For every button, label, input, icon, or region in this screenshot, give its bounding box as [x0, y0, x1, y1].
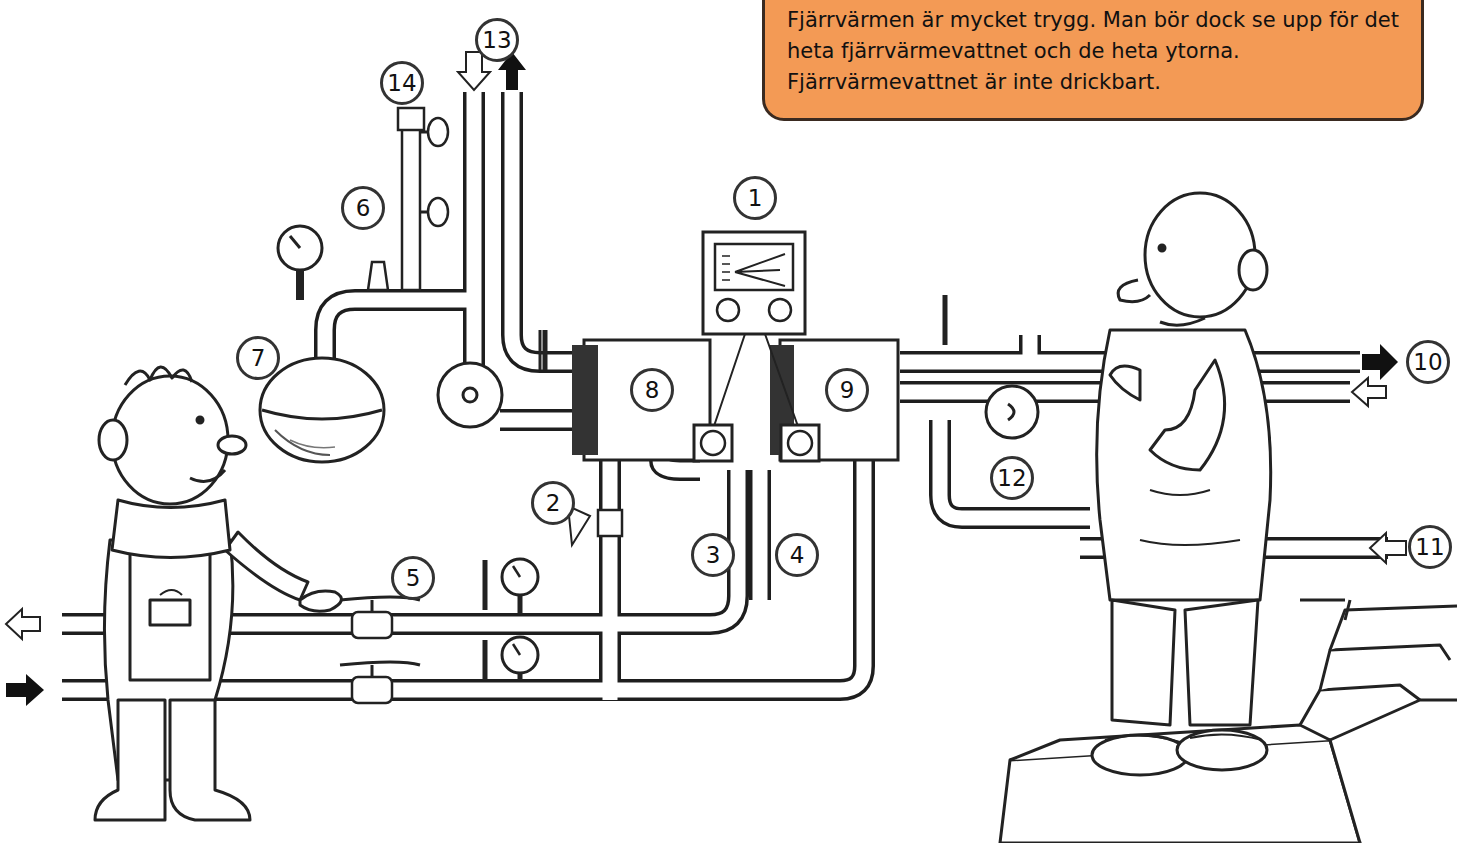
callout-number: 7	[251, 347, 266, 370]
callout-number: 3	[706, 544, 721, 567]
callout-number: 1	[733, 176, 777, 220]
callout-number: 11	[1408, 525, 1452, 569]
callout-number: 5	[391, 556, 435, 600]
callout-number: 4	[775, 533, 819, 577]
warning-note-box: Fjärrvärmen är mycket trygg. Man bör doc…	[762, 0, 1424, 121]
callout-number: 12	[990, 456, 1034, 500]
callout-number: 13	[482, 29, 511, 52]
callout-number: 11	[1415, 536, 1444, 559]
callout-number: 6	[356, 197, 371, 220]
callout-number: 14	[387, 72, 416, 95]
callout-number: 3	[691, 533, 735, 577]
callout-number: 7	[236, 336, 280, 380]
callout-number: 5	[406, 567, 421, 590]
callout-number: 8	[630, 368, 674, 412]
callout-number: 8	[645, 379, 660, 402]
callout-number: 1	[748, 187, 763, 210]
note-text: Fjärrvärmen är mycket trygg. Man bör doc…	[787, 5, 1403, 98]
callout-number: 14	[380, 61, 424, 105]
callout-number: 9	[840, 379, 855, 402]
callout-number: 2	[531, 481, 575, 525]
callout-number: 13	[475, 18, 519, 62]
callout-number: 10	[1406, 340, 1450, 384]
callout-number: 10	[1413, 351, 1442, 374]
callout-number: 2	[546, 492, 561, 515]
callout-number: 9	[825, 368, 869, 412]
callout-number: 12	[997, 467, 1026, 490]
callout-number: 4	[790, 544, 805, 567]
callout-number: 6	[341, 186, 385, 230]
